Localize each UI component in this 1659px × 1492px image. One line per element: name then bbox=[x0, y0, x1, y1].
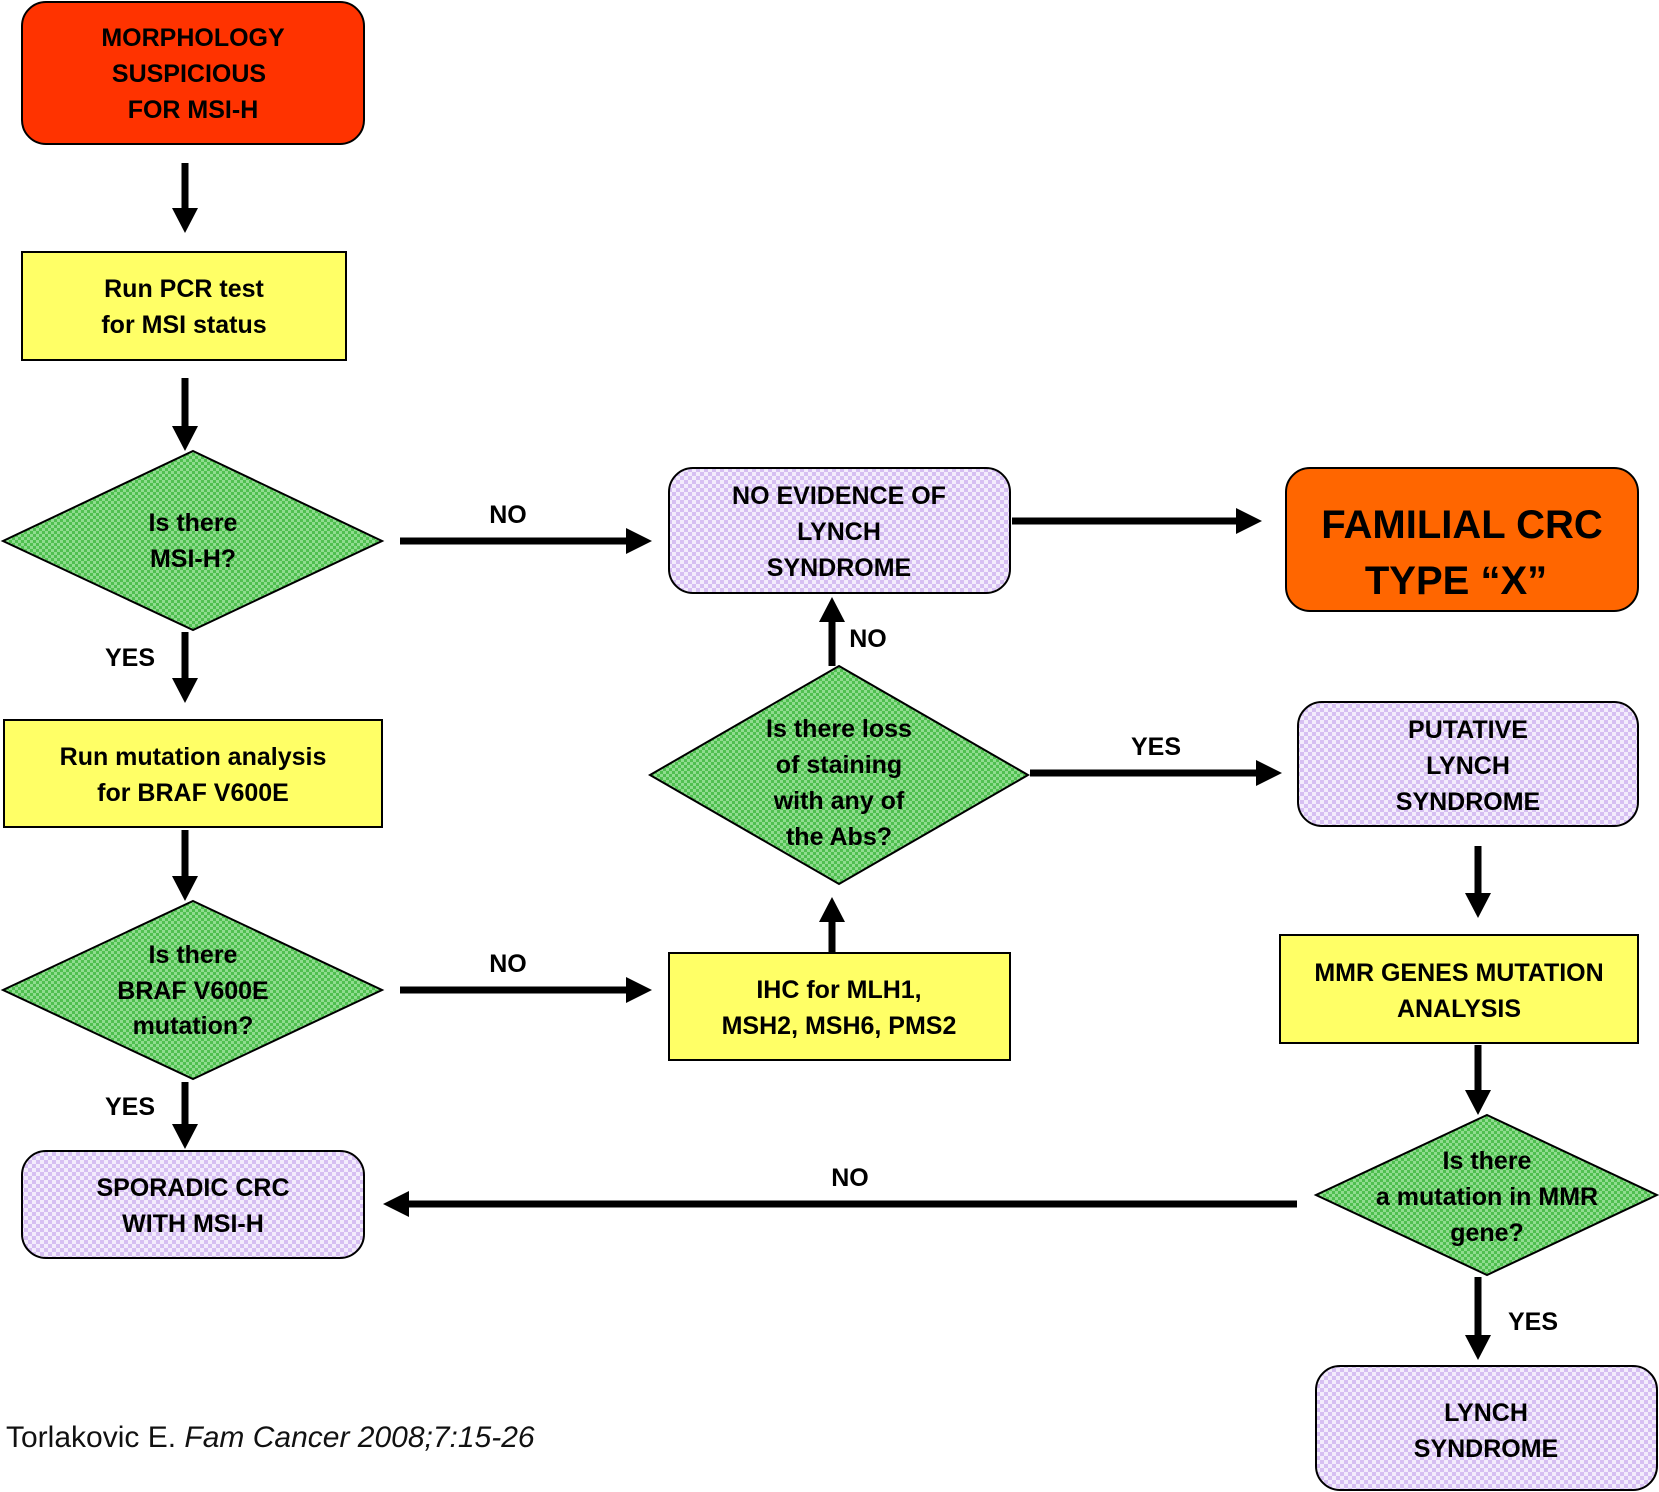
citation-author: Torlakovic E. bbox=[6, 1421, 184, 1454]
node-msih-question-line-2: MSI-H? bbox=[150, 545, 236, 573]
node-start-line-3: FOR MSI-H bbox=[128, 96, 259, 124]
node-sporadic-line-2: WITH MSI-H bbox=[122, 1210, 264, 1238]
node-familial: FAMILIAL CRC TYPE “X” bbox=[1285, 467, 1639, 612]
node-loss-question-line-3: with any of bbox=[773, 787, 905, 815]
node-pcr-line-1: Run PCR test bbox=[104, 275, 264, 303]
node-ihc: IHC for MLH1, MSH2, MSH6, PMS2 bbox=[668, 952, 1011, 1061]
node-mmr-line-2: ANALYSIS bbox=[1397, 995, 1521, 1023]
arrow-head bbox=[172, 876, 198, 901]
node-mmr-question-line-3: gene? bbox=[1450, 1219, 1524, 1247]
node-loss-question-line-1: Is there loss bbox=[766, 715, 912, 743]
node-loss-question-line-2: of staining bbox=[776, 751, 902, 779]
node-familial-line-2: TYPE “X” bbox=[1365, 559, 1547, 603]
node-mmr: MMR GENES MUTATION ANALYSIS bbox=[1279, 934, 1639, 1044]
arrow-head bbox=[172, 426, 198, 451]
node-no-lynch: NO EVIDENCE OF LYNCH SYNDROME bbox=[668, 467, 1011, 594]
node-putative-line-2: LYNCH bbox=[1426, 752, 1510, 780]
node-lynch: LYNCH SYNDROME bbox=[1315, 1365, 1658, 1491]
node-loss-question: Is there loss of staining with any of th… bbox=[647, 664, 1031, 886]
node-braf-question-line-1: Is there bbox=[149, 941, 238, 969]
arrow-head bbox=[626, 528, 652, 554]
node-start-line-2: SUSPICIOUS bbox=[112, 60, 266, 88]
edge-label-braf-no: NO bbox=[489, 950, 527, 978]
node-lynch-line-1: LYNCH bbox=[1444, 1399, 1528, 1427]
node-putative-line-1: PUTATIVE bbox=[1408, 716, 1528, 744]
edge-label-mmr-yes: YES bbox=[1508, 1308, 1558, 1336]
node-start-line-1: MORPHOLOGY bbox=[101, 24, 285, 52]
node-braf-run-line-2: for BRAF V600E bbox=[97, 779, 289, 807]
edge-label-msih-no: NO bbox=[489, 501, 527, 529]
arrow-head bbox=[1465, 1335, 1491, 1360]
edge-label-mmr-no: NO bbox=[831, 1164, 869, 1192]
arrow-head bbox=[172, 208, 198, 233]
node-braf-run-line-1: Run mutation analysis bbox=[60, 743, 327, 771]
node-braf-question-line-2: BRAF V600E bbox=[117, 977, 268, 1005]
edge-label-loss-yes: YES bbox=[1131, 733, 1181, 761]
arrow-head bbox=[626, 977, 652, 1003]
node-loss-question-line-4: the Abs? bbox=[786, 823, 892, 851]
arrow-head bbox=[383, 1191, 409, 1217]
node-pcr: Run PCR test for MSI status bbox=[21, 251, 347, 361]
node-no-lynch-line-3: SYNDROME bbox=[767, 554, 911, 582]
arrow-head bbox=[1465, 893, 1491, 918]
arrow-head bbox=[819, 597, 845, 622]
node-lynch-line-2: SYNDROME bbox=[1414, 1435, 1558, 1463]
node-mmr-question-line-2: a mutation in MMR bbox=[1376, 1183, 1598, 1211]
citation-source: Fam Cancer 2008;7:15-26 bbox=[184, 1421, 535, 1454]
node-sporadic: SPORADIC CRC WITH MSI-H bbox=[21, 1150, 365, 1259]
node-braf-question: Is there BRAF V600E mutation? bbox=[0, 899, 385, 1081]
arrow-head bbox=[819, 897, 845, 922]
arrow-head bbox=[172, 678, 198, 703]
node-ihc-line-1: IHC for MLH1, bbox=[756, 976, 921, 1004]
citation: Torlakovic E. Fam Cancer 2008;7:15-26 bbox=[6, 1421, 535, 1454]
arrow-head bbox=[1236, 508, 1262, 534]
node-no-lynch-line-2: LYNCH bbox=[797, 518, 881, 546]
node-braf-run: Run mutation analysis for BRAF V600E bbox=[3, 719, 383, 828]
node-pcr-line-2: for MSI status bbox=[101, 311, 266, 339]
edge-label-loss-no: NO bbox=[849, 625, 887, 653]
edge-label-braf-yes: YES bbox=[105, 1093, 155, 1121]
node-msih-question: Is there MSI-H? bbox=[0, 449, 385, 632]
edge-labels: NO YES NO YES NO YES NO YES bbox=[105, 501, 1558, 1336]
arrow-head bbox=[1256, 760, 1282, 786]
node-braf-question-line-3: mutation? bbox=[133, 1012, 254, 1040]
node-familial-line-1: FAMILIAL CRC bbox=[1321, 503, 1602, 547]
node-mmr-question: Is there a mutation in MMR gene? bbox=[1313, 1113, 1659, 1277]
node-ihc-line-2: MSH2, MSH6, PMS2 bbox=[722, 1012, 957, 1040]
node-sporadic-line-1: SPORADIC CRC bbox=[96, 1174, 289, 1202]
node-msih-question-line-1: Is there bbox=[149, 509, 238, 537]
node-start: MORPHOLOGY SUSPICIOUS FOR MSI-H bbox=[21, 1, 365, 145]
node-mmr-line-1: MMR GENES MUTATION bbox=[1314, 959, 1603, 987]
node-putative: PUTATIVE LYNCH SYNDROME bbox=[1297, 701, 1639, 827]
arrow-head bbox=[1465, 1090, 1491, 1115]
node-putative-line-3: SYNDROME bbox=[1396, 788, 1540, 816]
node-no-lynch-line-1: NO EVIDENCE OF bbox=[732, 482, 946, 510]
node-mmr-question-line-1: Is there bbox=[1443, 1147, 1532, 1175]
arrows bbox=[172, 163, 1491, 1360]
arrow-head bbox=[172, 1124, 198, 1149]
edge-label-msih-yes: YES bbox=[105, 644, 155, 672]
